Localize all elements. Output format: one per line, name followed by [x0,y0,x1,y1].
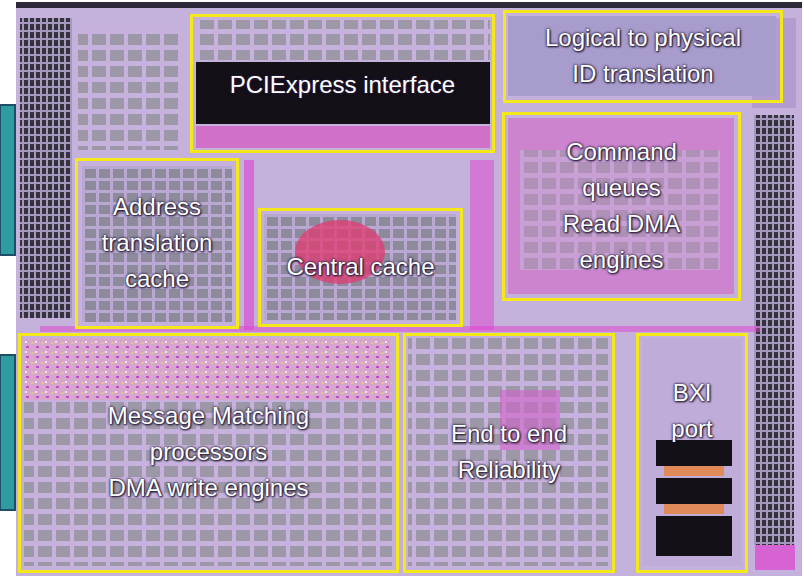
block-label: BXI port [652,375,732,447]
block-label-group: Logical to physical ID translation [506,20,780,92]
die-texture [24,338,392,400]
die-texture [664,466,724,476]
chip-block-region: Central cache [258,208,463,327]
chip-block-region: Message Matching processorsDMA write eng… [18,333,399,573]
die-texture [196,62,490,124]
block-label: Address translation cache [92,189,222,297]
die-texture [0,355,15,510]
die-texture [16,2,802,576]
die-texture [508,16,776,96]
die-texture [642,338,742,566]
chip-block-region: PCIExpress interface [190,14,495,153]
block-label: PCIExpress interface [198,67,488,103]
block-label: Command queues [559,134,684,206]
die-texture [78,30,178,150]
die-texture [656,516,732,556]
die-texture [16,2,802,8]
chip-block-region: BXI port [636,333,748,573]
block-label-group: Message Matching processorsDMA write eng… [21,398,396,506]
block-label-group: BXI port [639,375,745,447]
chip-block-region: Address translation cache [75,158,239,329]
block-label-group: End to end Reliability [406,416,612,488]
die-texture [196,20,490,60]
chip-block-region: End to end Reliability [403,333,615,573]
block-label: Message Matching processors [94,398,324,470]
block-label-group: PCIExpress interface [193,67,492,103]
die-texture [656,440,732,466]
chip-block-region: Logical to physical ID translation [503,10,783,103]
block-label-group: Address translation cache [78,189,236,297]
block-label: End to end Reliability [424,416,594,488]
die-texture [0,105,15,255]
block-label-group: Central cache [261,249,460,285]
die-texture [664,504,724,514]
block-label: Logical to physical ID translation [536,20,751,92]
block-label-group: Command queuesRead DMA engines [505,134,738,278]
block-label: DMA write engines [29,470,389,506]
die-texture [82,166,232,322]
die-texture [470,160,494,330]
die-texture [196,126,490,148]
die-texture [656,478,732,504]
die-texture [755,545,795,570]
chip-block-region: Command queuesRead DMA engines [502,112,741,301]
block-label: Read DMA engines [559,206,684,278]
die-texture [508,118,734,294]
die-texture [244,160,254,330]
die-texture [408,338,608,566]
block-label: Central cache [263,249,458,285]
die-texture [20,18,72,318]
